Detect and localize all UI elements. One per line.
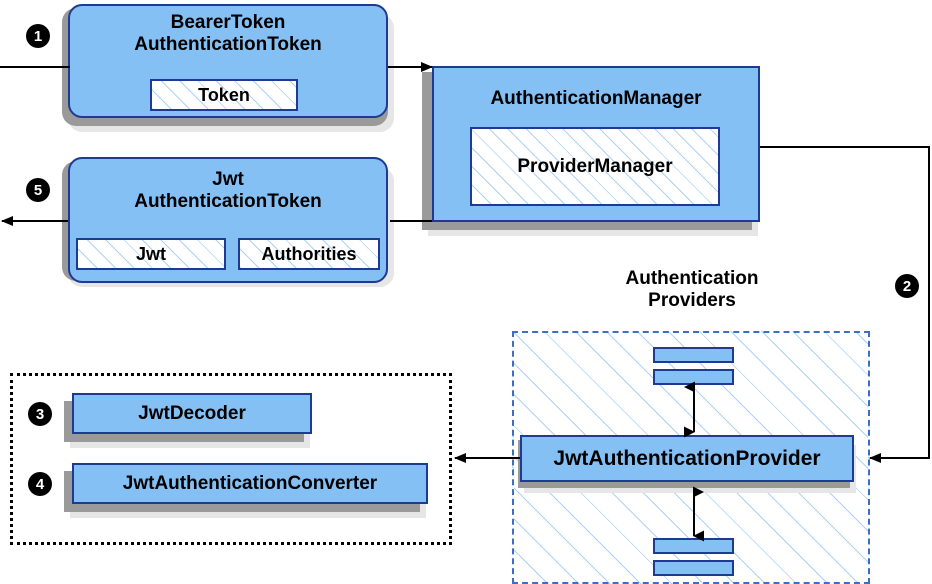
jwt-decoder-label: JwtDecoder (138, 402, 246, 424)
jwt-converter-node[interactable]: JwtAuthenticationConverter (72, 463, 428, 504)
bearer-token-label: BearerToken AuthenticationToken (134, 12, 322, 56)
jwt-token-label: Jwt AuthenticationToken (134, 169, 322, 213)
step-badge-4: 4 (28, 472, 52, 496)
authentication-manager-label: AuthenticationManager (490, 88, 702, 109)
providers-caption-line2: Providers (648, 289, 736, 311)
provider-stack-bar-bottom-2 (653, 560, 734, 576)
token-field-label: Token (198, 84, 250, 105)
provider-stack-bar-top-1 (653, 347, 734, 363)
jwt-field-label: Jwt (135, 243, 166, 264)
step-badge-3: 3 (28, 402, 52, 426)
jwt-converter-label: JwtAuthenticationConverter (122, 472, 378, 494)
jwt-decoder-node[interactable]: JwtDecoder (72, 393, 312, 434)
authentication-providers-caption: Authentication Providers (572, 268, 812, 312)
authorities-field-label: Authorities (261, 243, 357, 264)
authorities-field[interactable]: Authorities (238, 238, 380, 270)
jwt-field[interactable]: Jwt (76, 238, 226, 270)
token-field[interactable]: Token (150, 79, 298, 111)
provider-manager-label: ProviderManager (517, 155, 673, 177)
bearer-token-label-line1: BearerToken (170, 12, 286, 33)
jwt-token-label-line1: Jwt (212, 169, 244, 190)
provider-manager-field[interactable]: ProviderManager (470, 127, 720, 206)
jwt-authentication-provider-node[interactable]: JwtAuthenticationProvider (520, 435, 854, 482)
jwt-authentication-provider-label: JwtAuthenticationProvider (553, 446, 821, 470)
manager-to-provider-link (760, 146, 930, 463)
step-badge-2: 2 (895, 274, 919, 298)
jwt-token-label-line2: AuthenticationToken (134, 190, 322, 212)
providers-caption-line1: Authentication (625, 268, 759, 289)
step-badge-5: 5 (26, 178, 50, 202)
step-badge-1: 1 (26, 24, 50, 48)
token-support-group (10, 373, 452, 545)
bearer-token-label-line2: AuthenticationToken (134, 33, 322, 55)
